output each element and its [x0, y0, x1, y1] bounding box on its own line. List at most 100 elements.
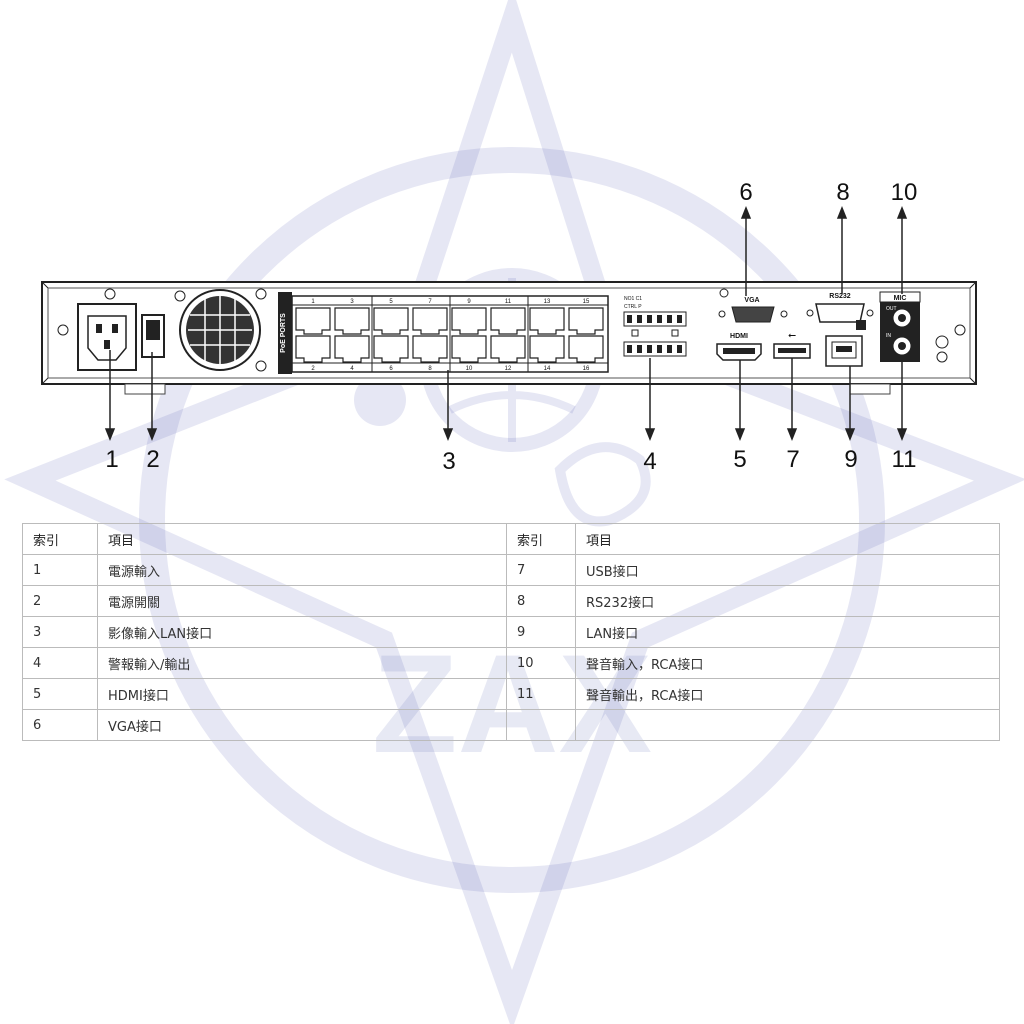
header-item: 項目: [97, 523, 507, 555]
row-item: 聲音輸入，RCA接口: [575, 647, 1000, 679]
row-item: LAN接口: [575, 616, 1000, 648]
row-item: HDMI接口: [97, 678, 507, 710]
row-index: 6: [22, 709, 98, 741]
rs232-port: RS232: [806, 293, 874, 330]
poe-port: [529, 307, 565, 335]
poe-port: [451, 335, 487, 363]
row-index: 3: [22, 616, 98, 648]
row-item: [575, 709, 1000, 741]
callout-2: 2: [146, 446, 159, 473]
row-index: 1: [22, 554, 98, 586]
poe-port: [451, 307, 487, 335]
poe-port: [334, 335, 370, 363]
rs232-label: RS232: [829, 293, 851, 300]
callout-8: 8: [836, 179, 849, 206]
poe-port-number: 8: [428, 366, 432, 372]
poe-port-number: 13: [544, 299, 551, 305]
table-header-row: 索引 項目 索引 項目: [22, 523, 1000, 555]
callout-arrows: [104, 205, 908, 442]
port-legend-table: 索引 項目 索引 項目 1 電源輸入 7 USB接口 2 電源開關 8 RS23…: [22, 523, 1000, 741]
poe-port-number: 7: [428, 299, 432, 305]
poe-port-number: 16: [583, 366, 590, 372]
poe-port-number: 3: [350, 299, 354, 305]
row-item: 電源輸入: [97, 554, 507, 586]
poe-label-text: PoE PORTS: [280, 313, 287, 353]
row-item: 警報輸入/輸出: [97, 647, 507, 679]
row-index: 10: [506, 647, 576, 679]
row-index: [506, 709, 576, 741]
row-index: 5: [22, 678, 98, 710]
poe-port: [373, 335, 409, 363]
poe-port-number: 14: [544, 366, 551, 372]
hdmi-label: HDMI: [730, 333, 748, 340]
poe-port-number: 5: [389, 299, 393, 305]
table-row: 4 警報輸入/輸出 10 聲音輸入，RCA接口: [22, 647, 1000, 679]
poe-port-number: 1: [311, 299, 315, 305]
mic-audio-ports: MIC OUT IN: [879, 291, 921, 362]
table-row: 3 影像輸入LAN接口 9 LAN接口: [22, 616, 1000, 648]
callout-5: 5: [733, 446, 746, 473]
callout-6: 6: [739, 179, 752, 206]
poe-port-number: 11: [505, 299, 512, 305]
callout-3: 3: [442, 448, 455, 475]
alarm-terminal-block: NO1 C1 CTRL P: [623, 296, 687, 357]
alarm-label-top: NO1 C1: [624, 296, 642, 302]
poe-port-number: 9: [467, 299, 471, 305]
table-row: 5 HDMI接口 11 聲音輸出，RCA接口: [22, 678, 1000, 710]
poe-port: [568, 335, 604, 363]
poe-port: [412, 335, 448, 363]
row-index: 2: [22, 585, 98, 617]
table-row: 1 電源輸入 7 USB接口: [22, 554, 1000, 586]
row-item: 電源開關: [97, 585, 507, 617]
poe-port-number: 15: [583, 299, 590, 305]
audio-in-label: IN: [886, 333, 891, 339]
poe-port: [490, 335, 526, 363]
row-index: 7: [506, 554, 576, 586]
poe-port: [334, 307, 370, 335]
callout-9: 9: [844, 446, 857, 473]
poe-port-number: 6: [389, 366, 393, 372]
alarm-label-bottom: CTRL P: [624, 304, 642, 310]
row-item: 影像輸入LAN接口: [97, 616, 507, 648]
callout-11: 11: [892, 446, 917, 473]
audio-out-label: OUT: [886, 306, 897, 312]
usb-port: ⭠: [773, 330, 811, 359]
row-index: 8: [506, 585, 576, 617]
vga-port: VGA: [718, 288, 788, 323]
poe-port-block: [291, 295, 609, 373]
header-index-2: 索引: [506, 523, 576, 555]
poe-port: [412, 307, 448, 335]
poe-port-number: 12: [505, 366, 512, 372]
poe-port: [295, 307, 331, 335]
poe-port: [529, 335, 565, 363]
hdmi-port: HDMI: [716, 333, 762, 361]
poe-port: [373, 307, 409, 335]
lan-port: [825, 335, 863, 367]
header-item-2: 項目: [575, 523, 1000, 555]
vga-label: VGA: [744, 297, 759, 304]
callout-7: 7: [786, 446, 799, 473]
power-input-socket: [77, 303, 137, 371]
poe-port: [295, 335, 331, 363]
callout-10: 10: [891, 179, 918, 206]
poe-port: [568, 307, 604, 335]
row-item: USB接口: [575, 554, 1000, 586]
table-row: 6 VGA接口: [22, 709, 1000, 741]
poe-port-number: 2: [311, 366, 315, 372]
usb-icon: ⭠: [788, 330, 796, 341]
row-index: 9: [506, 616, 576, 648]
row-item: VGA接口: [97, 709, 507, 741]
screw-icon: [57, 288, 966, 372]
mic-label: MIC: [894, 295, 907, 302]
header-index: 索引: [22, 523, 98, 555]
poe-port: [490, 307, 526, 335]
callout-1: 1: [105, 446, 118, 473]
row-item: 聲音輸出，RCA接口: [575, 678, 1000, 710]
table-row: 2 電源開關 8 RS232接口: [22, 585, 1000, 617]
poe-port-number: 4: [350, 366, 354, 372]
fan-grille: [179, 289, 261, 371]
row-index: 4: [22, 647, 98, 679]
